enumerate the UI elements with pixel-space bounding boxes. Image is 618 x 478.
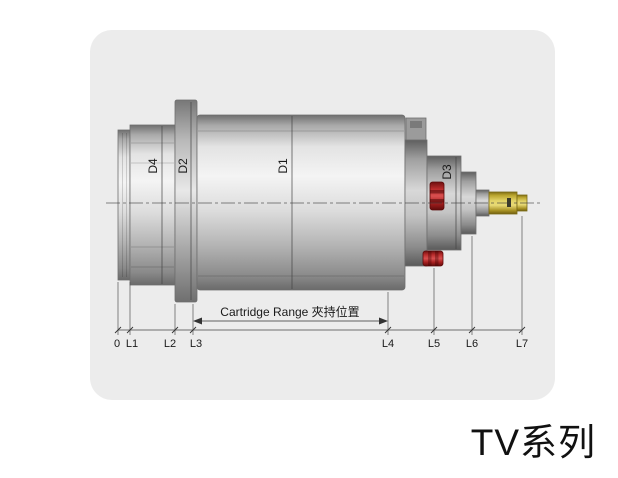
arrowhead-right	[379, 317, 388, 325]
top-fitting-port	[410, 121, 422, 128]
length-label-origin: 0	[114, 338, 120, 350]
rear-end-cap	[117, 129, 131, 281]
connector-mark	[507, 198, 511, 207]
fitting-band	[430, 190, 444, 194]
arrowhead-left	[193, 317, 202, 325]
cartridge-range-annotation: Cartridge Range 夾持位置	[193, 304, 388, 325]
diameter-label-d2: D2	[176, 158, 190, 174]
spindle-body-group	[117, 99, 490, 303]
fitting-band	[430, 199, 444, 203]
length-label-l2: L2	[164, 338, 176, 350]
coolant-fitting-upper	[429, 181, 445, 211]
length-label-l4: L4	[382, 338, 394, 350]
fitting-band	[428, 251, 432, 266]
length-label-l7: L7	[516, 338, 528, 350]
length-label-l6: L6	[466, 338, 478, 350]
diameter-label-d4: D4	[146, 158, 160, 174]
mounting-flange-d2	[174, 99, 198, 303]
extension-lines	[117, 216, 523, 335]
diameter-label-d3: D3	[440, 164, 454, 180]
cartridge-range-label: Cartridge Range 夾持位置	[220, 304, 359, 319]
fitting-band	[435, 251, 439, 266]
diameter-dimension-lines	[161, 102, 457, 300]
length-label-l3: L3	[190, 338, 202, 350]
diagram-panel: D4 D2 D1 D3	[90, 30, 555, 400]
spindle-technical-drawing: D4 D2 D1 D3	[106, 99, 540, 350]
dimension-ticks	[114, 326, 526, 334]
length-label-l5: L5	[428, 338, 440, 350]
series-title: TV系列	[470, 422, 596, 463]
rear-housing-d4	[129, 124, 176, 286]
surface-detail-lines	[122, 130, 404, 277]
main-body-d1	[196, 114, 406, 291]
diameter-label-d1: D1	[276, 158, 290, 174]
coolant-fitting-lower	[422, 250, 444, 267]
length-label-l1: L1	[126, 338, 138, 350]
